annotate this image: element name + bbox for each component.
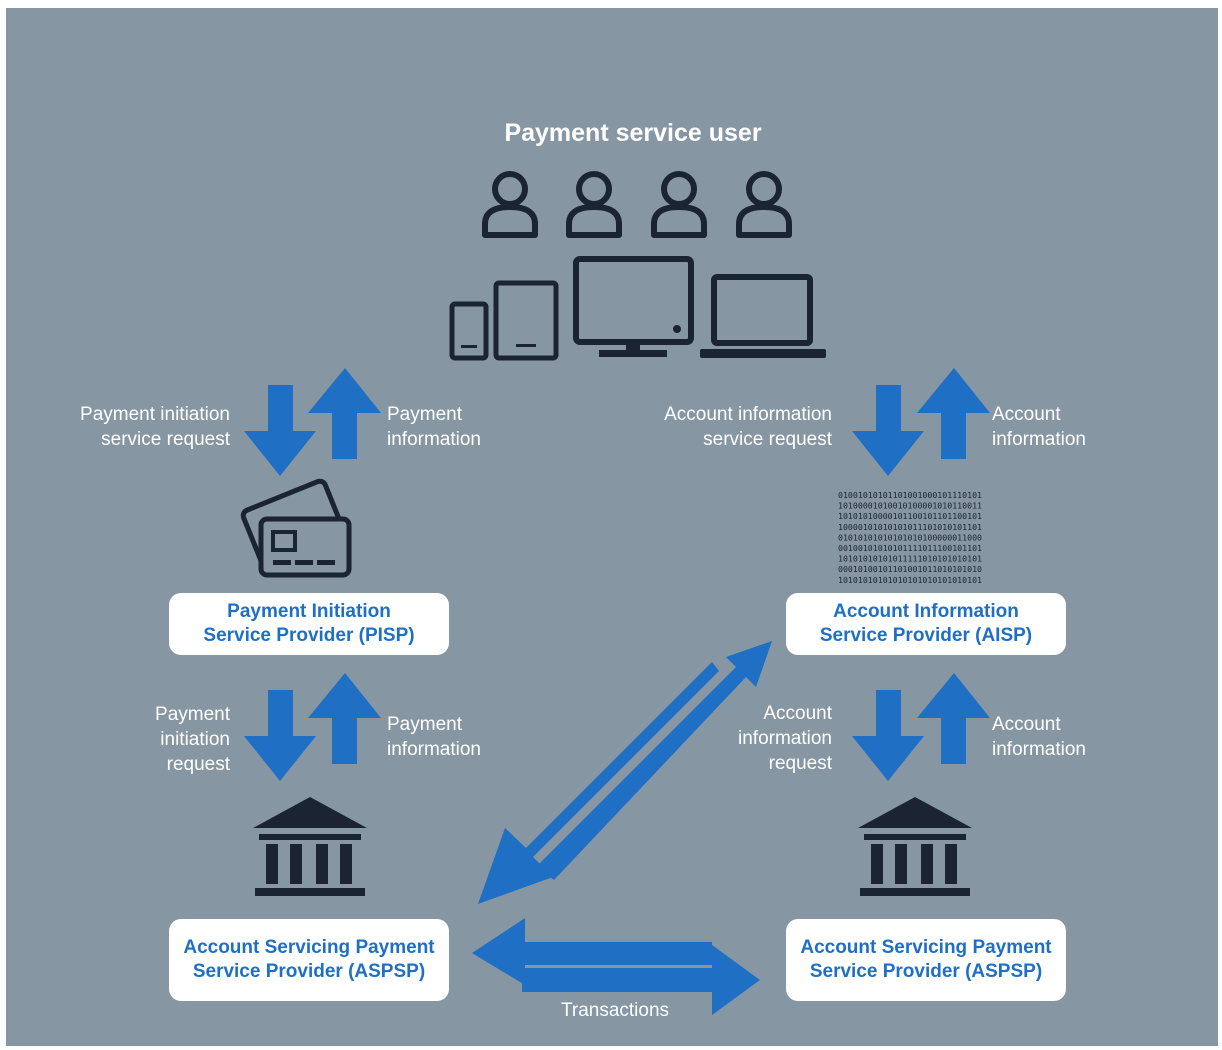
- smartphone-icon: [449, 301, 489, 361]
- binary-line: 10101010101011111010101010101: [838, 554, 982, 564]
- aspsp-right-box: Account Servicing Payment Service Provid…: [786, 919, 1066, 1001]
- label-line: Account: [763, 703, 832, 724]
- binary-line: 10101010000101100101101100101: [838, 511, 982, 521]
- label-line: information: [387, 739, 481, 760]
- bank-icon: [858, 797, 972, 896]
- box-line: Service Provider (ASPSP): [809, 961, 1043, 982]
- arrow-left-icon: [472, 918, 712, 985]
- label-line: request: [768, 753, 832, 774]
- label-line: information: [738, 728, 832, 749]
- bank-icon: [253, 797, 367, 896]
- label-line: information: [992, 739, 1086, 760]
- arrow-pair-top-left: [244, 368, 381, 476]
- label-line: Payment: [155, 704, 230, 725]
- binary-line: 00010100101101001011010101010: [838, 564, 982, 574]
- user-icon: [482, 171, 538, 238]
- payment-initiation-request-label: Payment initiation request: [90, 702, 230, 777]
- box-line: Service Provider (PISP): [203, 625, 415, 646]
- horizontal-arrows: [472, 918, 760, 1015]
- transactions-label: Transactions: [560, 1000, 670, 1021]
- box-line: Payment Initiation: [227, 601, 391, 622]
- aspsp-left-box: Account Servicing Payment Service Provid…: [169, 919, 449, 1001]
- arrow-pair-top-right: [852, 368, 990, 476]
- box-line: Account Information: [833, 601, 1019, 622]
- binary-line: 10100001010010100001010110011: [838, 501, 982, 511]
- pis-request-label: Payment initiation service request: [40, 402, 230, 452]
- label-line: request: [166, 754, 230, 775]
- label-line: Account: [992, 404, 1061, 425]
- label-line: information: [992, 429, 1086, 450]
- box-line: Service Provider (ASPSP): [192, 961, 426, 982]
- payment-info-top-label: Payment information: [387, 402, 527, 452]
- arrow-up-icon: [917, 368, 990, 459]
- account-information-request-label: Account information request: [692, 701, 832, 776]
- devices-group: [449, 256, 826, 361]
- binary-line: 01001010101101001000101110101: [838, 490, 982, 500]
- page-title: Payment service user: [504, 119, 762, 147]
- arrow-pair-bottom-right: [852, 673, 990, 781]
- label-line: Account: [992, 714, 1061, 735]
- label-line: Payment: [387, 404, 462, 425]
- user-icon: [566, 171, 622, 238]
- box-line: Account Servicing Payment: [183, 937, 435, 958]
- label-line: service request: [703, 429, 832, 450]
- user-icon: [736, 171, 792, 238]
- arrow-down-icon: [244, 385, 316, 476]
- ais-request-label: Account information service request: [610, 402, 832, 452]
- arrow-right-icon: [522, 945, 760, 1015]
- diagonal-arrow-up-right: [536, 641, 772, 880]
- arrow-up-icon: [308, 368, 381, 459]
- payment-info-bottom-label: Payment information: [387, 712, 527, 762]
- credit-cards-icon: [240, 478, 352, 578]
- label-line: service request: [101, 429, 230, 450]
- laptop-icon: [700, 274, 826, 358]
- diagram-background: [6, 8, 1218, 1046]
- users-group: [482, 171, 792, 238]
- monitor-icon: [573, 256, 694, 357]
- tablet-icon: [493, 280, 559, 361]
- account-info-top-label: Account information: [992, 402, 1132, 452]
- label-line: Payment initiation: [80, 404, 230, 425]
- binary-line: 00100101010101111011100101101: [838, 543, 982, 553]
- label-line: Payment: [387, 714, 462, 735]
- diagonal-arrow-down-left: [478, 662, 719, 904]
- user-icon: [651, 171, 707, 238]
- arrow-down-icon: [852, 690, 924, 781]
- binary-line: 10000101010101011101010101101: [838, 522, 982, 532]
- box-line: Service Provider (AISP): [819, 625, 1033, 646]
- label-line: information: [387, 429, 481, 450]
- diagonal-arrows: [478, 641, 772, 904]
- arrow-up-icon: [308, 673, 381, 764]
- label-line: initiation: [160, 729, 230, 750]
- label-line: Account information: [664, 404, 832, 425]
- binary-line: 01010101010101010100000011000: [838, 532, 982, 542]
- box-line: Account Servicing Payment: [800, 937, 1052, 958]
- binary-data-icon: 0100101010110100100010111010110100001010…: [838, 490, 982, 585]
- aisp-box: Account Information Service Provider (AI…: [786, 593, 1066, 655]
- arrow-up-icon: [917, 673, 990, 764]
- arrow-pair-bottom-left: [244, 673, 381, 781]
- account-info-bottom-label: Account information: [992, 712, 1132, 762]
- arrow-down-icon: [852, 385, 924, 476]
- arrow-down-icon: [244, 690, 316, 781]
- pisp-box: Payment Initiation Service Provider (PIS…: [169, 593, 449, 655]
- binary-line: 10101010101010101010101010101: [838, 575, 982, 585]
